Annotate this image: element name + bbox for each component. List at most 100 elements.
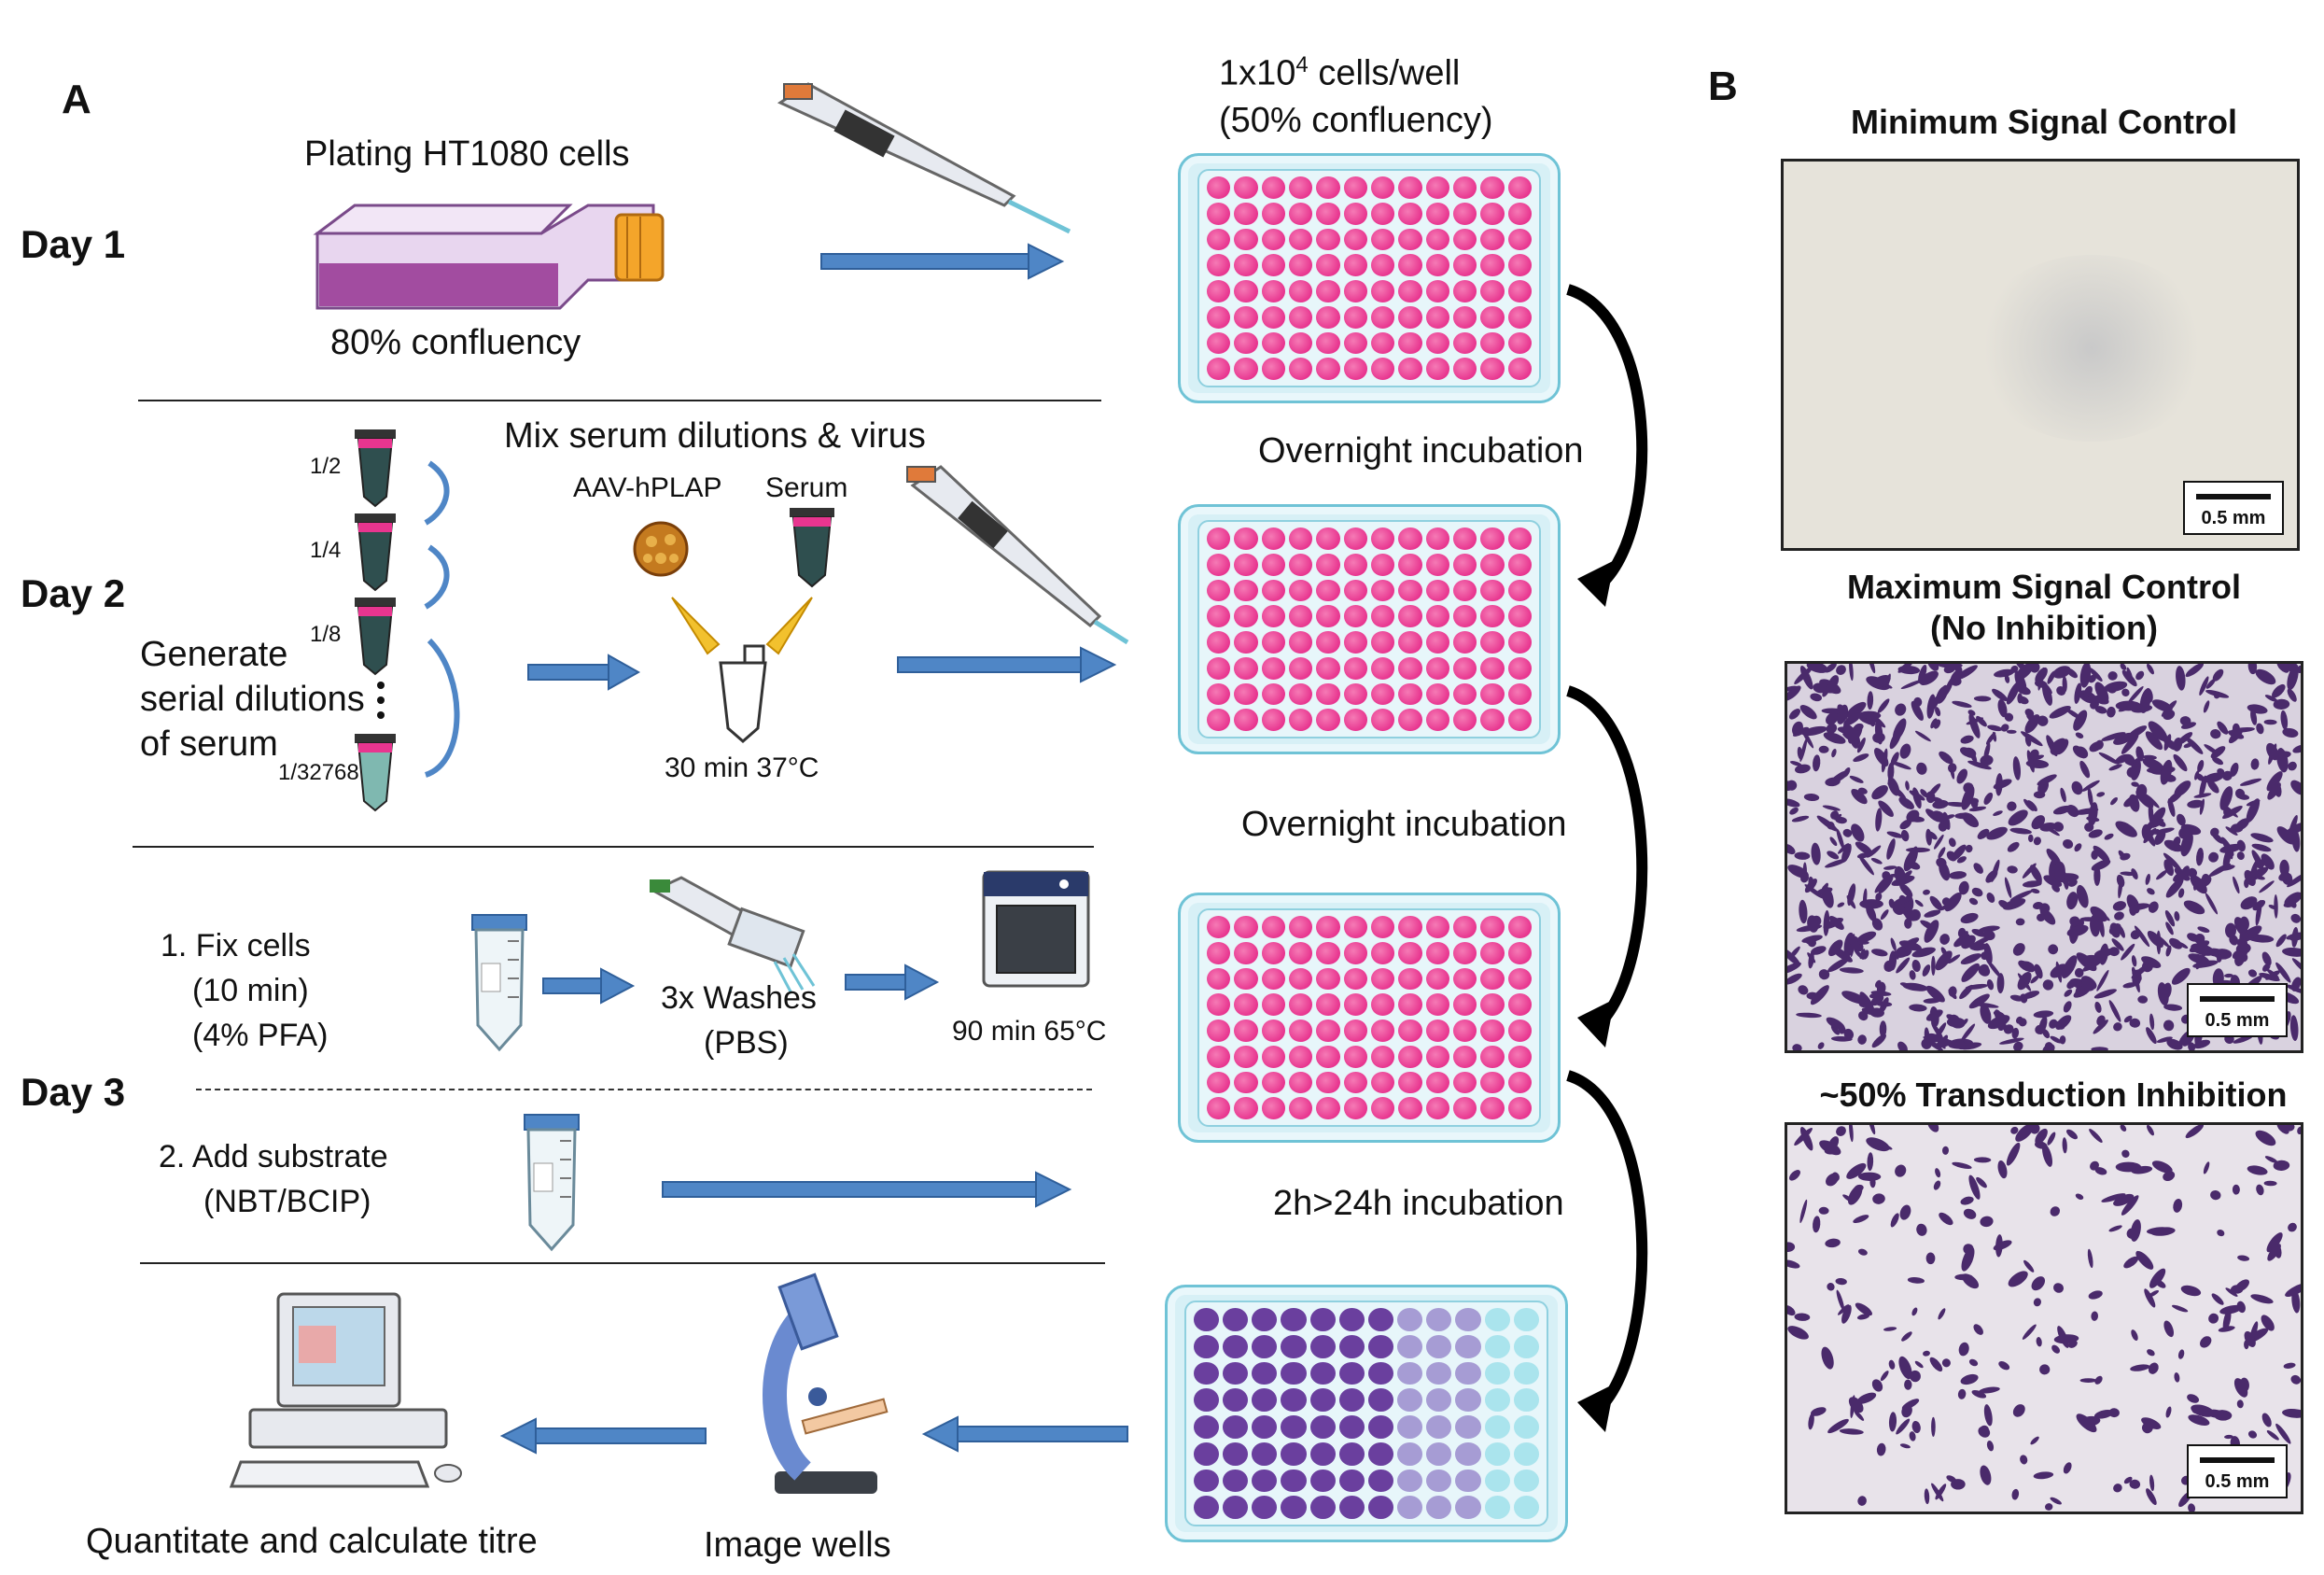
stained-cell [1935,1168,1941,1178]
stained-cell [1941,1358,1951,1368]
fix-label-1: 1. Fix cells [161,928,311,963]
stained-cell [2173,837,2181,847]
well [1507,1071,1532,1094]
stained-cell [1960,1023,1976,1042]
well [1455,1388,1481,1412]
well [1480,967,1505,991]
stained-cell [1854,1410,1865,1421]
stained-cell [1867,691,1874,710]
stained-cell [1914,730,1931,742]
stained-cell [2023,1259,2035,1273]
well [1397,1388,1423,1412]
stained-cell [1968,1174,1981,1200]
stained-cell [2123,1476,2133,1484]
stained-cell [2169,937,2183,949]
stained-cell [2208,863,2231,878]
well [1426,1415,1452,1439]
stained-cell [1976,1176,1987,1188]
stained-cell [1909,970,1916,980]
well [1367,1496,1394,1519]
stained-cell [1853,1215,1869,1224]
stained-cell [1896,1418,1911,1435]
stained-cell [2049,1019,2058,1029]
well [1398,605,1422,627]
stained-cell [2171,967,2191,985]
dilution-label-2: 1/4 [310,538,342,563]
stained-cell [2030,975,2039,984]
stained-cell [2275,962,2291,983]
stained-cell [2267,1244,2281,1261]
half-inhibition-title: ~50% Transduction Inhibition [1819,1076,2288,1114]
vignette [1970,255,2213,442]
stained-cell [2116,874,2125,888]
well [1261,527,1285,550]
well [1338,1361,1365,1385]
stained-cell [1792,1044,1802,1050]
well [1484,1496,1510,1519]
stained-cell [2128,794,2140,812]
stained-cell [2263,719,2277,725]
stained-cell [2006,729,2017,734]
stained-cell [1883,865,1897,870]
stained-cell [1826,723,1838,734]
well [1194,1334,1220,1358]
stained-cell [2108,1000,2121,1022]
well [1507,358,1532,380]
well [1207,682,1231,706]
stained-cell [1871,785,1888,800]
well [1453,579,1477,602]
stained-cell [2120,664,2127,670]
stained-cell [2290,780,2301,795]
cells-per-well-unit: cells/well [1308,53,1461,93]
well [1484,1361,1510,1385]
stained-cell [1926,1125,1939,1132]
stained-cell [2121,688,2130,697]
stained-cell [2083,685,2093,698]
stained-cell [1885,673,1891,688]
stained-cell [1787,962,1801,975]
stained-cell [2251,843,2272,852]
stained-cell [2288,664,2299,673]
stained-cell [1911,947,1936,958]
stained-cell [1948,837,1956,848]
well [1234,993,1258,1016]
stained-cell [1878,875,1894,894]
stained-cell [1994,668,2015,678]
stained-cell [1855,841,1872,855]
well [1343,1020,1367,1042]
stained-cell [2148,1290,2160,1298]
stained-cell [1929,895,1943,911]
stained-cell [1857,1496,1867,1506]
stained-cell [1944,893,1962,912]
stained-cell [1902,982,1928,991]
stained-cell [1787,685,1798,693]
stained-cell [2199,948,2206,957]
well [1453,527,1477,550]
well [1223,1469,1249,1493]
well [1289,176,1313,199]
well [1371,656,1395,680]
stained-cell [2247,1430,2258,1439]
well [1343,553,1367,576]
stained-cell [1842,766,1851,778]
curved-arrow-1 [1565,284,1648,607]
stained-cell [1901,1399,1920,1411]
well [1261,228,1285,251]
well [1455,1334,1481,1358]
well [1234,967,1258,991]
stained-cell [2232,1184,2240,1195]
well [1453,1020,1477,1042]
stained-cell [1960,953,1981,965]
stained-cell [2014,670,2027,694]
well [1480,579,1505,602]
stained-cell [1931,796,1943,803]
stained-cell [2082,957,2105,972]
stained-cell [2011,1027,2020,1039]
stained-cell [1811,946,1827,955]
well [1207,1071,1231,1094]
stained-cell [1883,1327,1897,1331]
stained-cell [2240,925,2262,943]
stained-cell [1876,1442,1886,1456]
stained-cell [2033,837,2041,846]
dilution-tubes-icon [355,429,460,812]
